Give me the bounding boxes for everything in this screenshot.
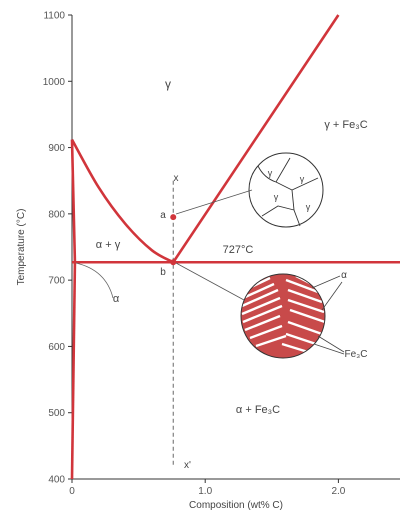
- y-tick-label: 800: [48, 209, 65, 220]
- region-label-alpha-fe3c: α + Fe₃C: [236, 404, 280, 416]
- region-label-gamma: γ: [165, 77, 171, 91]
- grain-label: γ: [268, 168, 273, 178]
- pearlite-alpha-label: α: [341, 270, 347, 281]
- alpha-leader-1: [312, 276, 340, 288]
- region-label-alpha: α: [113, 293, 120, 305]
- x-tick-label: 0: [69, 486, 75, 497]
- connector-b: [176, 263, 244, 300]
- x-tick-label: 2.0: [331, 486, 345, 497]
- gamma-cementite-boundary: [173, 15, 338, 262]
- gamma-alpha-boundary: [72, 140, 173, 263]
- region-label-gamma-fe3c: γ + Fe₃C: [324, 119, 367, 131]
- alpha-leader-2: [322, 282, 342, 310]
- y-ticks: 400 500 600 700 800 900 1000 1100: [43, 11, 72, 486]
- point-b: [170, 259, 176, 265]
- grain-label: γ: [306, 202, 311, 212]
- pearlite-fe3c-label: Fe₃C: [345, 349, 368, 360]
- y-tick-label: 400: [48, 475, 65, 486]
- y-axis-label: Temperature (°C): [16, 209, 27, 286]
- x-ticks: 0 1.0 2.0: [69, 479, 346, 497]
- composition-line-bottom-label: x': [184, 460, 191, 471]
- y-tick-label: 600: [48, 342, 65, 353]
- connector-a: [176, 190, 252, 214]
- grain-label: γ: [300, 174, 305, 184]
- x-tick-label: 1.0: [198, 486, 212, 497]
- alpha-leader: [76, 263, 113, 298]
- grain-label: γ: [274, 192, 279, 202]
- eutectoid-temperature-label: 727°C: [223, 244, 254, 256]
- point-label-b: b: [160, 267, 166, 278]
- y-tick-label: 900: [48, 143, 65, 154]
- region-label-alpha-gamma: α + γ: [96, 239, 121, 251]
- x-axis-label: Composition (wt% C): [189, 500, 283, 511]
- austenite-microstructure: γ γ γ γ: [249, 153, 323, 227]
- y-tick-label: 1100: [43, 11, 65, 22]
- point-a: [170, 214, 176, 220]
- composition-line-top-label: x: [174, 173, 179, 184]
- y-tick-label: 500: [48, 408, 65, 419]
- pearlite-microstructure: [241, 274, 325, 358]
- y-tick-label: 700: [48, 276, 65, 287]
- y-tick-label: 1000: [43, 77, 66, 88]
- point-label-a: a: [160, 210, 166, 221]
